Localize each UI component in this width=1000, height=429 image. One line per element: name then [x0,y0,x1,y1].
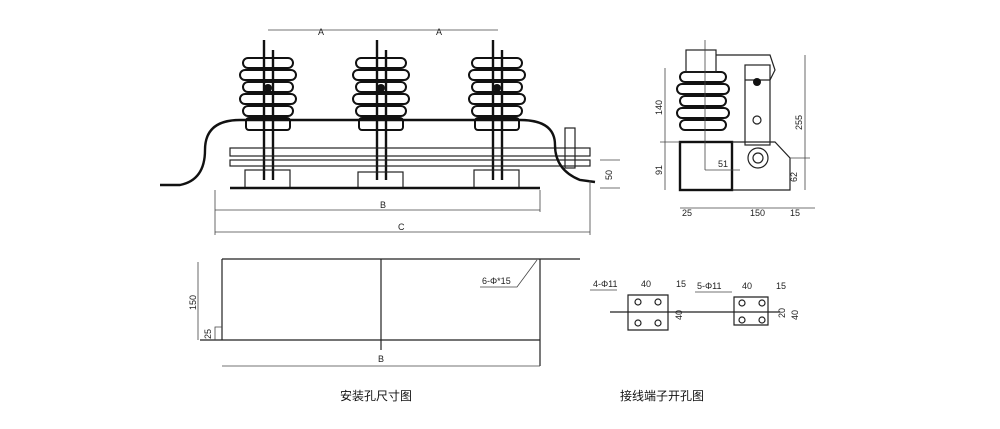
caption: 安装孔尺寸图 [340,388,412,403]
dim-c: C [398,222,405,232]
dim-62: 62 [789,172,799,182]
dim-b: B [378,354,384,364]
dim-51: 51 [718,159,728,169]
left-note: 4-Φ11 [593,279,618,289]
dim-140: 140 [654,100,664,115]
terminal-hole-view: 4-Φ11 40 15 40 5-Φ11 40 15 20 40 接线端子开孔图 [590,279,800,403]
left-15: 15 [676,279,686,289]
right-v40: 40 [790,310,800,320]
dim-b: B [380,200,386,210]
dim-150: 150 [188,295,198,310]
dim-15: 15 [790,208,800,218]
right-40: 40 [742,281,752,291]
dim-a-left: A [318,27,324,37]
dim-a-right: A [436,27,442,37]
side-view: 140 91 255 51 62 25 150 15 [654,40,815,218]
left-40: 40 [641,279,651,289]
right-v20: 20 [777,308,787,318]
dim-91: 91 [654,165,664,175]
mounting-hole-view: 150 25 B 6-Φ*15 安装孔尺寸图 [188,258,580,403]
dim-25: 25 [203,329,213,339]
dim-255: 255 [794,115,804,130]
caption: 接线端子开孔图 [620,388,704,403]
dim-25: 25 [682,208,692,218]
front-view: A A [160,27,620,235]
right-15: 15 [776,281,786,291]
insulator [468,40,526,189]
dim-150: 150 [750,208,765,218]
hole-note: 6-Φ*15 [482,276,511,286]
right-note: 5-Φ11 [697,281,722,291]
left-v40: 40 [674,310,684,320]
dim-50: 50 [604,170,614,180]
